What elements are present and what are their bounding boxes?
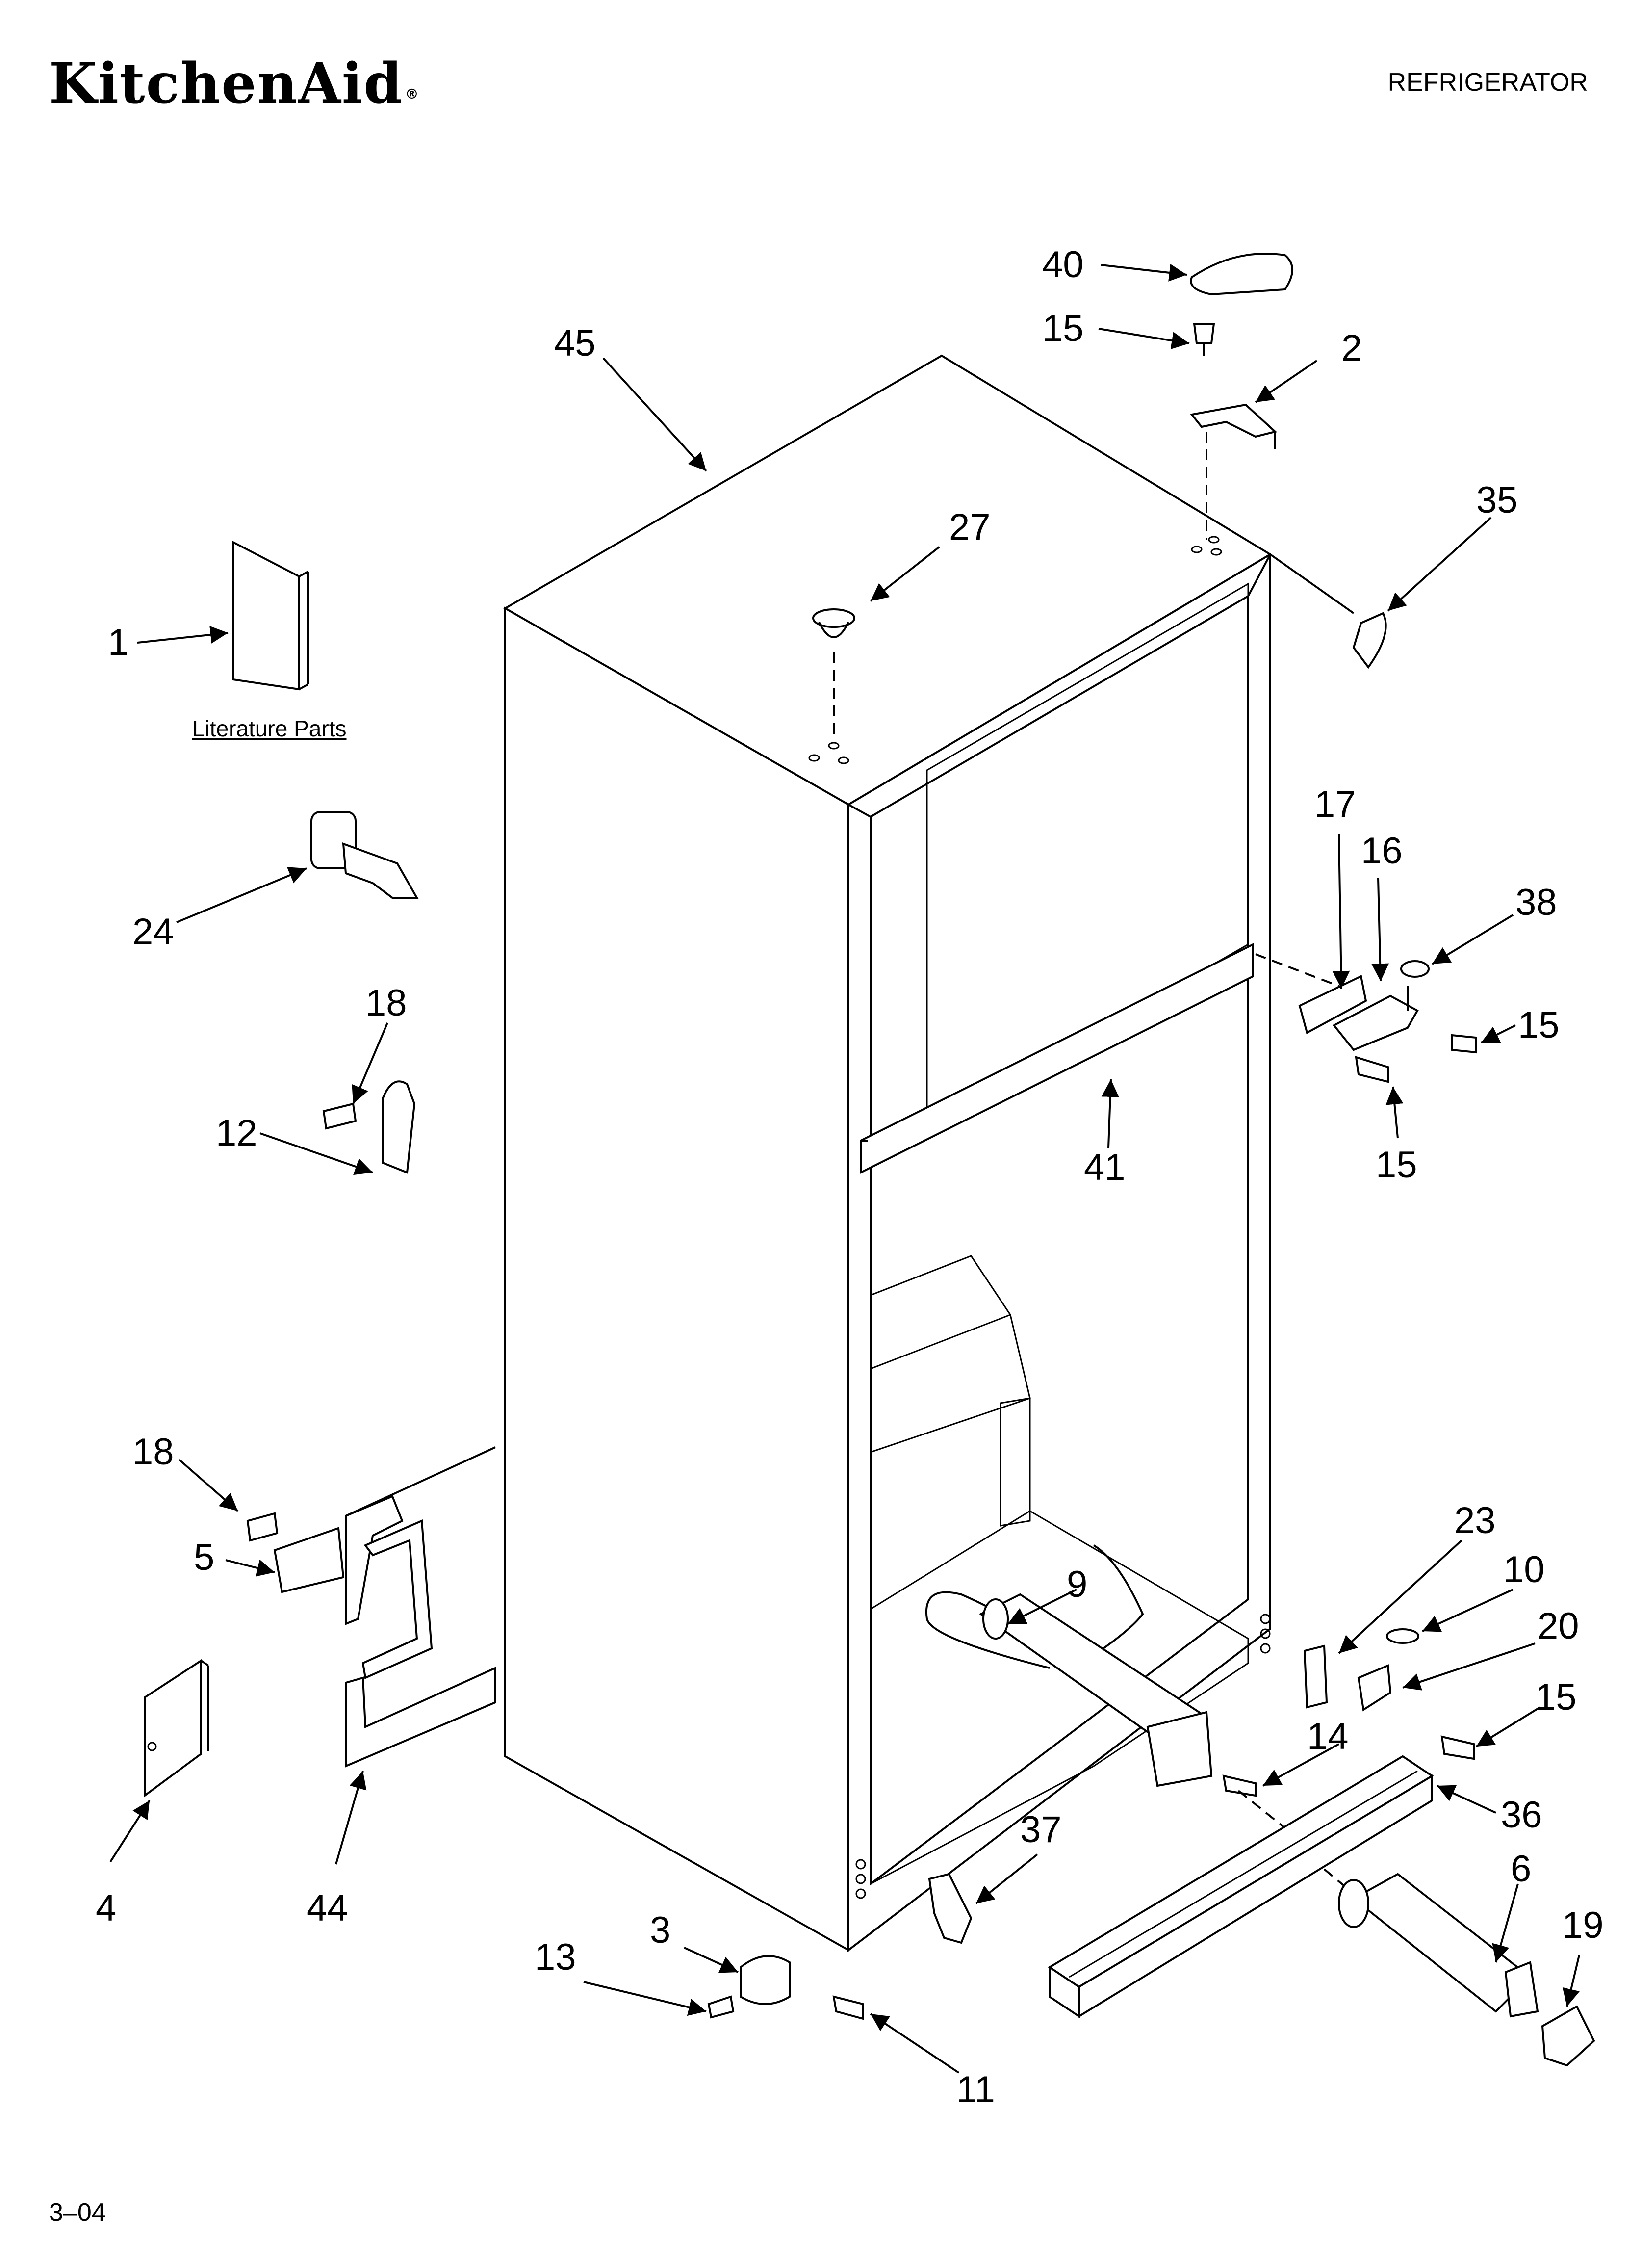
callout-labels: 45 27 40 15 2 35 1 24 18 12 17 16 38 15 … (96, 244, 1604, 2111)
callout-3: 3 (650, 1909, 670, 1951)
callout-17: 17 (1314, 783, 1356, 825)
callout-41: 41 (1084, 1147, 1126, 1188)
literature-booklet (232, 540, 309, 691)
callout-40: 40 (1042, 244, 1084, 286)
callout-38: 38 (1515, 882, 1557, 923)
footer-code: 3–04 (49, 2198, 106, 2227)
literature-parts-label: Literature Parts (192, 716, 347, 741)
callout-5: 5 (194, 1537, 214, 1578)
callout-15-bottom: 15 (1535, 1676, 1577, 1718)
callout-15-lower: 15 (1376, 1144, 1417, 1186)
water-filter-housing (925, 1544, 1213, 1787)
callout-1: 1 (108, 622, 128, 663)
top-plug-part (812, 608, 855, 736)
callout-16: 16 (1361, 830, 1403, 872)
cover-panel-4 (144, 1659, 209, 1798)
callout-14: 14 (1307, 1716, 1349, 1757)
door-stop-part (310, 811, 419, 899)
top-hinge-assembly (1190, 253, 1293, 540)
callout-15-top: 15 (1042, 308, 1084, 349)
side-trim-part (1269, 553, 1387, 669)
center-hinge-assembly (1255, 953, 1477, 1083)
callout-45: 45 (554, 322, 596, 364)
callout-27: 27 (949, 506, 991, 548)
lower-hinge-bracket-5 (246, 1512, 345, 1593)
callout-13: 13 (535, 1936, 576, 1978)
clip-part-37 (928, 1873, 973, 1944)
callout-9: 9 (1067, 1564, 1087, 1605)
callout-18-upper: 18 (365, 982, 407, 1024)
callout-44: 44 (307, 1887, 348, 1929)
callout-2: 2 (1341, 327, 1362, 369)
callout-37: 37 (1020, 1809, 1062, 1851)
callout-19: 19 (1562, 1904, 1604, 1946)
document-title: REFRIGERATOR (1387, 68, 1588, 97)
base-grille-36 (1048, 1755, 1434, 2018)
callout-leader-lines (109, 264, 1580, 2074)
callout-18-lower: 18 (132, 1431, 174, 1473)
cabinet-shell (503, 354, 1272, 1953)
callout-15-right: 15 (1518, 1004, 1560, 1046)
callout-24: 24 (132, 911, 174, 953)
water-filter-cartridge (1323, 1868, 1595, 2067)
hinge-bracket-12 (322, 1080, 416, 1174)
callout-36: 36 (1501, 1794, 1542, 1836)
callout-4: 4 (96, 1887, 116, 1929)
lower-fasteners (707, 1955, 864, 2020)
callout-6: 6 (1511, 1848, 1531, 1890)
callout-10: 10 (1503, 1549, 1545, 1590)
callout-23: 23 (1454, 1500, 1496, 1541)
side-panel-44 (345, 1446, 496, 1768)
brand-logo: KitchenAid® (49, 52, 420, 116)
callout-11: 11 (956, 2069, 995, 2111)
callout-35: 35 (1476, 479, 1518, 521)
callout-20: 20 (1538, 1605, 1579, 1647)
callout-12: 12 (216, 1112, 257, 1154)
